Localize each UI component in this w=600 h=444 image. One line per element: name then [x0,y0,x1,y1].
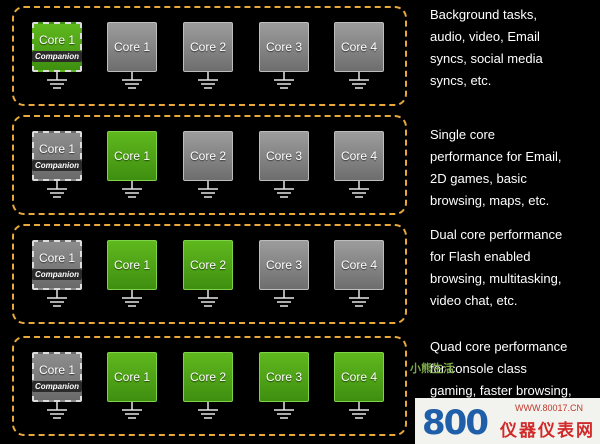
ground-icon [349,402,369,419]
watermark-logo: 800 [422,403,489,443]
core-2-active: Core 2 [183,240,233,290]
companion-core-idle: Core 1 Companion [32,352,82,402]
description-line: audio, video, Email [430,29,540,44]
core-label: Core 2 [189,40,227,54]
description-line: browsing, multitasking, [430,271,562,286]
core-label: Core 2 [189,149,227,163]
core-1-active: Core 1 [107,352,157,402]
description-line: for console class [430,361,527,376]
core-label: Core 1 [113,258,151,272]
ground-icon [47,72,67,89]
ground-icon [198,72,218,89]
core-4-idle: Core 4 [334,22,384,72]
core-1-active: Core 1 [107,240,157,290]
ground-icon [47,181,67,198]
core-label: Core 1 [113,149,151,163]
companion-tag: Companion [32,159,82,171]
core-3-idle: Core 3 [259,131,309,181]
ground-icon [122,181,142,198]
ground-icon [122,290,142,307]
description-line: Quad core performance [430,339,568,354]
ground-icon [122,72,142,89]
core-label: Core 3 [265,149,303,163]
ground-icon [274,181,294,198]
core-label: Core 3 [265,370,303,384]
companion-tag: Companion [32,380,82,392]
core-label: Core 1 [38,362,76,377]
row-panel [12,6,407,106]
core-1-active: Core 1 [107,131,157,181]
core-3-idle: Core 3 [259,240,309,290]
description-line: Dual core performance [430,227,563,242]
row-description: Background tasks, audio, video, Email sync… [430,4,598,92]
core-label: Core 1 [113,40,151,54]
description-line: performance for Email, [430,149,562,164]
core-2-idle: Core 2 [183,22,233,72]
core-label: Core 1 [38,141,76,156]
ground-icon [198,290,218,307]
ground-icon [349,181,369,198]
ground-icon [349,72,369,89]
description-line: browsing, maps, etc. [430,193,550,208]
description-line: for Flash enabled [430,249,531,264]
description-line: gaming, faster browsing, [430,383,572,398]
companion-core-idle: Core 1 Companion [32,131,82,181]
description-line: video chat, etc. [430,293,518,308]
core-label: Core 2 [189,258,227,272]
core-label: Core 1 [113,370,151,384]
watermark-url: WWW.80017.CN [515,403,584,413]
description-line: Single core [430,127,496,142]
ground-icon [274,290,294,307]
ground-icon [122,402,142,419]
core-4-idle: Core 4 [334,240,384,290]
core-label: Core 1 [38,32,76,47]
ground-icon [349,290,369,307]
description-line: Background tasks, [430,7,537,22]
description-line: syncs, social media [430,51,543,66]
core-1-idle: Core 1 [107,22,157,72]
ground-icon [274,72,294,89]
core-label: Core 4 [340,149,378,163]
core-label: Core 4 [340,40,378,54]
core-2-active: Core 2 [183,352,233,402]
row-panel [12,115,407,215]
description-line: syncs, etc. [430,73,492,88]
core-label: Core 3 [265,40,303,54]
core-4-idle: Core 4 [334,131,384,181]
companion-core-active: Core 1 Companion [32,22,82,72]
core-label: Core 2 [189,370,227,384]
description-line: 2D games, basic [430,171,527,186]
core-3-active: Core 3 [259,352,309,402]
core-3-idle: Core 3 [259,22,309,72]
core-label: Core 3 [265,258,303,272]
core-label: Core 4 [340,258,378,272]
row-description: Single core performance for Email, 2D game… [430,124,598,212]
ground-icon [274,402,294,419]
watermark-text: 仪器仪表网 [500,421,595,440]
core-label: Core 4 [340,370,378,384]
companion-tag: Companion [32,268,82,280]
row-panel [12,224,407,324]
row-panel [12,336,407,436]
companion-core-idle: Core 1 Companion [32,240,82,290]
core-4-active: Core 4 [334,352,384,402]
companion-tag: Companion [32,50,82,62]
ground-icon [47,290,67,307]
core-2-idle: Core 2 [183,131,233,181]
watermark-mark: 小熊生活 [410,363,454,375]
row-description: Dual core performance for Flash enabled br… [430,224,598,312]
ground-icon [47,402,67,419]
core-label: Core 1 [38,250,76,265]
ground-icon [198,181,218,198]
watermark-bar [415,398,600,444]
ground-icon [198,402,218,419]
